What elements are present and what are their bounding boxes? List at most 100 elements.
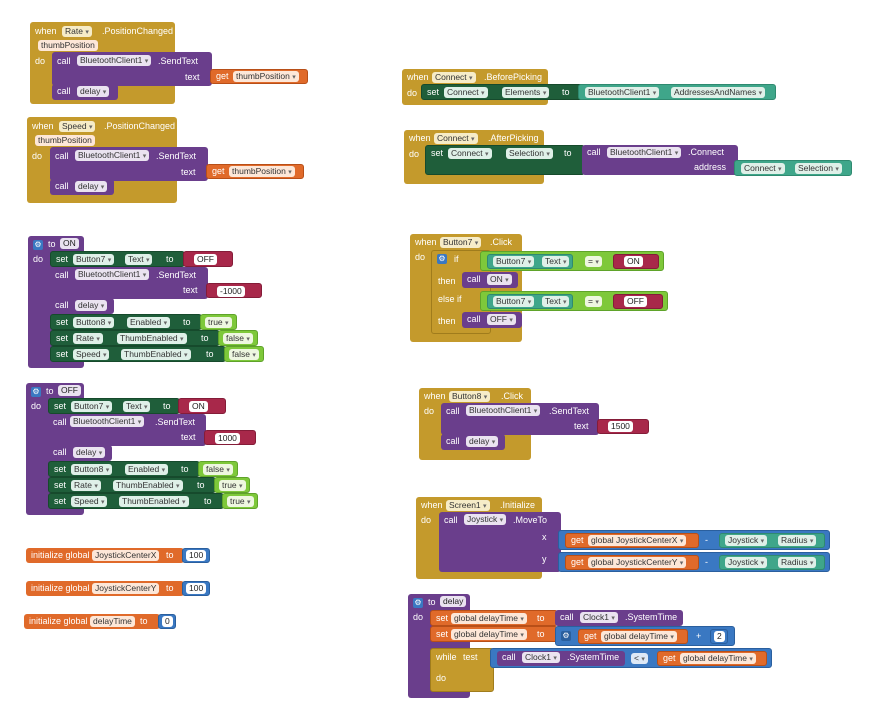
- component-dropdown[interactable]: Button7 ▾: [71, 401, 113, 412]
- number-value[interactable]: 100: [186, 550, 207, 561]
- text-literal[interactable]: OFF: [183, 251, 233, 267]
- number-value[interactable]: 2: [714, 631, 725, 642]
- number-literal[interactable]: 2: [710, 629, 728, 644]
- number-literal[interactable]: 100: [182, 548, 210, 563]
- property-dropdown[interactable]: Radius ▾: [778, 535, 817, 546]
- component-dropdown[interactable]: Joystick ▾: [464, 514, 507, 525]
- client-dropdown[interactable]: BluetoothClient1 ▾: [77, 55, 152, 66]
- set-global-delaytime[interactable]: set global delayTime ▾ to: [430, 626, 558, 642]
- set-global-delaytime[interactable]: set global delayTime ▾ to: [430, 610, 558, 626]
- compare-block[interactable]: Button7 ▾ Text ▾ = ▾ ON: [480, 251, 664, 271]
- set-connect-elements[interactable]: set Connect ▾ Elements ▾ to: [421, 84, 583, 100]
- logic-false[interactable]: false ▾: [218, 330, 258, 346]
- property-dropdown[interactable]: ThumbEnabled ▾: [117, 333, 187, 344]
- clock-systemtime-block[interactable]: call Clock1 ▾ .SystemTime: [555, 610, 683, 626]
- component-dropdown[interactable]: Button7 ▾: [493, 256, 535, 267]
- logic-false[interactable]: false ▾: [224, 346, 264, 362]
- get-block[interactable]: get global delayTime ▾: [657, 651, 767, 666]
- property-dropdown[interactable]: Text ▾: [125, 254, 153, 265]
- property-dropdown[interactable]: ThumbEnabled ▾: [119, 496, 189, 507]
- bt-sendtext-block[interactable]: call BluetoothClient1 ▾ .SendText text: [441, 403, 599, 435]
- set-button8-enabled[interactable]: set Button8 ▾ Enabled ▾ to: [50, 314, 202, 330]
- var-dropdown[interactable]: global delayTime ▾: [680, 653, 756, 664]
- bool-dropdown[interactable]: true ▾: [205, 317, 232, 328]
- subtract-y-block[interactable]: get global JoystickCenterY ▾ - Joystick …: [558, 552, 830, 572]
- var-dropdown[interactable]: thumbPosition ▾: [233, 71, 299, 82]
- call-off-block[interactable]: call OFF ▾: [462, 312, 522, 328]
- bool-dropdown[interactable]: false ▾: [203, 464, 233, 475]
- proc-dropdown[interactable]: OFF ▾: [487, 314, 516, 325]
- call-delay-block[interactable]: call delay ▾: [50, 179, 114, 195]
- bt-sendtext-block[interactable]: call BluetoothClient1 ▾ .SendText text: [52, 52, 212, 86]
- component-dropdown[interactable]: Connect ▾: [434, 133, 478, 144]
- component-dropdown[interactable]: Speed ▾: [71, 496, 108, 507]
- component-dropdown[interactable]: Connect ▾: [432, 72, 476, 83]
- text-value[interactable]: OFF: [624, 296, 647, 307]
- get-block[interactable]: get thumbPosition ▾: [206, 164, 304, 179]
- get-block[interactable]: get global delayTime ▾: [578, 629, 688, 644]
- text-literal[interactable]: ON: [613, 254, 659, 269]
- component-dropdown[interactable]: Rate ▾: [71, 480, 101, 491]
- text-value[interactable]: 1500: [608, 421, 633, 432]
- component-dropdown[interactable]: Connect ▾: [741, 163, 785, 174]
- delay-dropdown[interactable]: delay ▾: [466, 436, 499, 447]
- number-value[interactable]: 100: [186, 583, 207, 594]
- text-literal[interactable]: OFF: [613, 294, 663, 309]
- var-name[interactable]: JoystickCenterX: [92, 550, 160, 561]
- call-delay-block[interactable]: call delay ▾: [441, 434, 505, 450]
- component-dropdown[interactable]: Rate ▾: [62, 26, 92, 37]
- call-delay-block[interactable]: call delay ▾: [52, 84, 118, 100]
- number-literal[interactable]: 100: [182, 581, 210, 596]
- delay-dropdown[interactable]: delay ▾: [73, 447, 106, 458]
- property-dropdown[interactable]: Text ▾: [542, 296, 570, 307]
- component-dropdown[interactable]: Joystick ▾: [725, 535, 768, 546]
- var-dropdown[interactable]: global JoystickCenterY ▾: [588, 557, 687, 568]
- component-dropdown[interactable]: Button7 ▾: [440, 237, 482, 248]
- joystick-radius-getter[interactable]: Joystick ▾ Radius ▾: [719, 555, 825, 570]
- text-literal[interactable]: -1000: [206, 283, 262, 298]
- text-value[interactable]: -1000: [217, 286, 245, 297]
- operator-dropdown[interactable]: < ▾: [631, 653, 648, 664]
- property-dropdown[interactable]: Selection ▾: [795, 163, 842, 174]
- set-button7-text[interactable]: set Button7 ▾ Text ▾ to: [50, 251, 185, 267]
- property-dropdown[interactable]: Selection ▾: [506, 148, 553, 159]
- compare-lt-block[interactable]: call Clock1 ▾ .SystemTime < ▾ get global…: [490, 648, 772, 668]
- compare-block[interactable]: Button7 ▾ Text ▾ = ▾ OFF: [480, 291, 668, 311]
- logic-true[interactable]: true ▾: [214, 477, 250, 493]
- logic-true[interactable]: true ▾: [222, 493, 258, 509]
- call-delay-block[interactable]: call delay ▾: [48, 445, 112, 461]
- var-dropdown[interactable]: thumbPosition ▾: [229, 166, 295, 177]
- bool-dropdown[interactable]: true ▾: [227, 496, 254, 507]
- gear-icon[interactable]: ⚙: [413, 598, 423, 608]
- client-dropdown[interactable]: BluetoothClient1 ▾: [466, 405, 541, 416]
- delay-dropdown[interactable]: delay ▾: [75, 300, 108, 311]
- proc-dropdown[interactable]: ON ▾: [487, 274, 512, 285]
- param-chip[interactable]: thumbPosition: [35, 135, 95, 146]
- client-dropdown[interactable]: BluetoothClient1 ▾: [70, 416, 145, 427]
- property-dropdown[interactable]: Enabled ▾: [125, 464, 169, 475]
- set-speed-thumb[interactable]: set Speed ▾ ThumbEnabled ▾ to: [48, 493, 224, 509]
- property-dropdown[interactable]: AddressesAndNames ▾: [671, 87, 766, 98]
- set-button7-text[interactable]: set Button7 ▾ Text ▾ to: [48, 398, 180, 414]
- text-literal[interactable]: 1500: [597, 419, 649, 434]
- gear-icon[interactable]: ⚙: [561, 631, 571, 641]
- param-chip[interactable]: thumbPosition: [38, 40, 98, 51]
- set-speed-thumb[interactable]: set Speed ▾ ThumbEnabled ▾ to: [50, 346, 226, 362]
- property-dropdown[interactable]: Text ▾: [542, 256, 570, 267]
- operator-dropdown[interactable]: = ▾: [585, 256, 602, 267]
- text-value[interactable]: 1000: [215, 433, 240, 444]
- init-global-joystickcenterx[interactable]: initialize global JoystickCenterX to: [26, 548, 184, 563]
- set-button8-enabled[interactable]: set Button8 ▾ Enabled ▾ to: [48, 461, 200, 477]
- call-on-block[interactable]: call ON ▾: [462, 272, 518, 288]
- joystick-radius-getter[interactable]: Joystick ▾ Radius ▾: [719, 533, 825, 548]
- bool-dropdown[interactable]: true ▾: [219, 480, 246, 491]
- component-dropdown[interactable]: Connect ▾: [444, 87, 488, 98]
- client-dropdown[interactable]: BluetoothClient1 ▾: [75, 150, 150, 161]
- var-name[interactable]: JoystickCenterY: [92, 583, 160, 594]
- text-value[interactable]: ON: [624, 256, 643, 267]
- var-dropdown[interactable]: global JoystickCenterX ▾: [588, 535, 687, 546]
- number-value[interactable]: 0: [162, 616, 173, 627]
- procedure-name[interactable]: OFF: [58, 385, 81, 396]
- call-delay-block[interactable]: call delay ▾: [50, 298, 114, 314]
- component-dropdown[interactable]: Connect ▾: [448, 148, 492, 159]
